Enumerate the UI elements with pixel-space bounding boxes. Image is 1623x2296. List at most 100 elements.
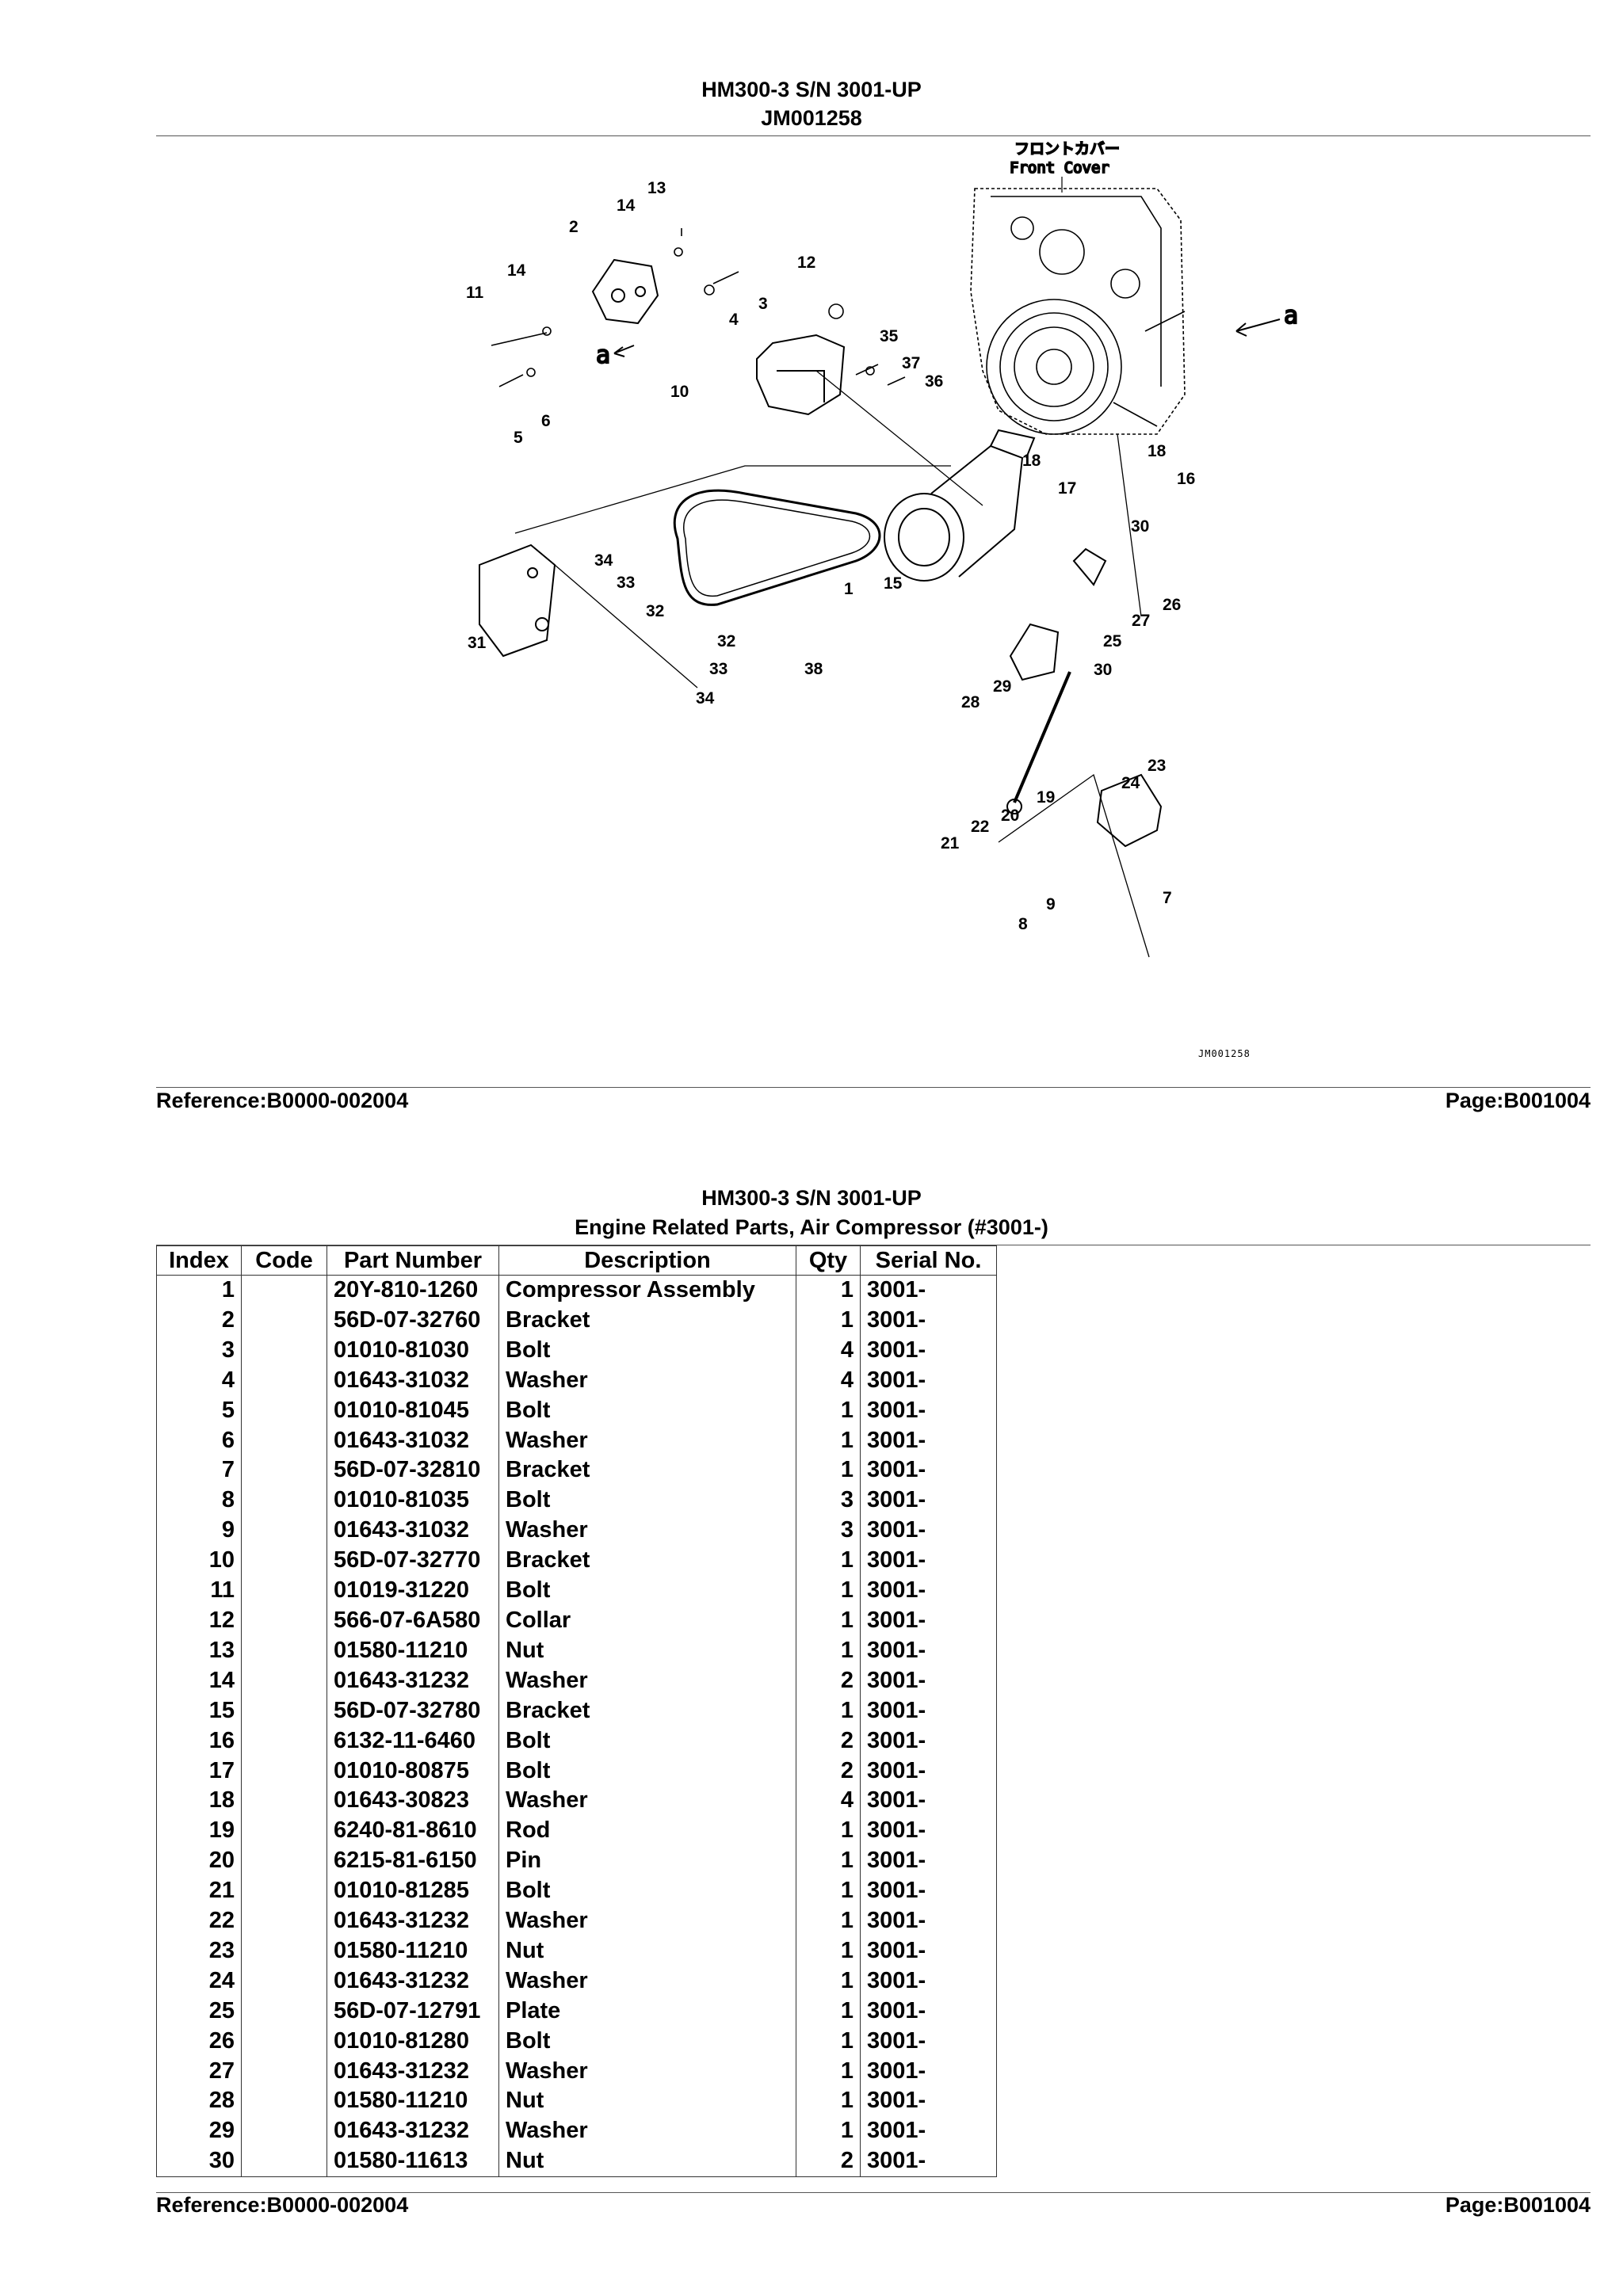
col-header-code: Code [241,1245,327,1276]
row-part-number: 6240-81-8610 [327,1816,499,1847]
row-description: Bolt [498,1395,796,1426]
row-code [241,2056,327,2087]
callout-34b: 34 [696,689,715,707]
callout-32a: 32 [646,602,664,620]
row-description: Bracket [498,1546,796,1577]
row-qty: 4 [796,1365,861,1396]
row-description: Nut [498,1635,796,1666]
row-part-number: 01643-31032 [327,1516,499,1547]
leader-lines [514,370,1150,958]
row-index: 10 [156,1546,242,1577]
callout-27: 27 [1132,612,1150,630]
exploded-view-illustration: フロントカバー Front Cover a a [444,133,1363,1076]
illustration-code: JM001258 [761,106,862,130]
callout-numbers: 1 2 3 4 5 6 7 8 9 10 11 12 13 14 14 15 1… [466,179,1195,933]
row-index: 3 [156,1335,242,1366]
row-description: Bolt [498,1876,796,1907]
row-serial: 3001- [860,2086,997,2117]
row-index: 19 [156,1816,242,1847]
row-part-number: 01643-31032 [327,1425,499,1456]
row-qty: 2 [796,1665,861,1696]
callout-16: 16 [1177,470,1195,488]
row-index: 8 [156,1486,242,1516]
row-index: 25 [156,1996,242,2027]
row-description: Nut [498,1936,796,1966]
row-index: 20 [156,1846,242,1877]
callout-4: 4 [729,311,739,329]
row-serial: 3001- [860,1936,997,1966]
row-serial: 3001- [860,1816,997,1847]
row-description: Washer [498,1906,796,1936]
row-part-number: 01643-30823 [327,1786,499,1817]
row-part-number: 01643-31032 [327,1365,499,1396]
row-code [241,1846,327,1877]
row-description: Washer [498,1365,796,1396]
row-qty: 1 [796,1546,861,1577]
row-part-number: 56D-07-32770 [327,1546,499,1577]
footer-divider-top [156,1087,1591,1088]
row-serial: 3001- [860,1605,997,1636]
row-index: 7 [156,1455,242,1486]
callout-12: 12 [797,254,815,272]
callout-13: 13 [647,179,666,197]
row-description: Bolt [498,1335,796,1366]
row-qty: 3 [796,1486,861,1516]
header-divider [156,135,1591,136]
row-code [241,1936,327,1966]
row-index: 6 [156,1425,242,1456]
row-index: 22 [156,1906,242,1936]
row-description: Washer [498,1516,796,1547]
row-index: 14 [156,1665,242,1696]
row-code [241,2026,327,2057]
row-index: 11 [156,1576,242,1606]
callout-5: 5 [514,429,523,447]
parts-table: Index Code Part Number Description Qty S… [156,1245,997,2178]
row-part-number: 01643-31232 [327,2116,499,2147]
callout-26: 26 [1163,596,1181,614]
page-title: HM300-3 S/N 3001-UP [701,78,922,101]
row-description: Nut [498,2086,796,2117]
row-part-number: 01580-11210 [327,2086,499,2117]
row-part-number: 01580-11210 [327,1635,499,1666]
row-part-number: 01643-31232 [327,1665,499,1696]
row-serial: 3001- [860,1876,997,1907]
row-index: 26 [156,2026,242,2057]
callout-36: 36 [925,372,943,391]
callout-11: 11 [466,284,484,302]
callout-18b: 18 [1148,442,1167,460]
callout-22: 22 [971,818,989,836]
row-code [241,1305,327,1336]
row-description: Compressor Assembly [498,1275,796,1306]
callout-25: 25 [1103,632,1122,650]
row-description: Bracket [498,1455,796,1486]
page-label-top: Page:B001004 [1445,1089,1591,1112]
bracket-2-drawing [591,258,659,325]
row-part-number: 56D-07-32760 [327,1305,499,1336]
row-qty: 1 [796,1635,861,1666]
row-serial: 3001- [860,1756,997,1787]
row-qty: 1 [796,1876,861,1907]
reference-label-top: Reference:B0000-002004 [156,1089,409,1112]
row-index: 13 [156,1635,242,1666]
row-part-number: 01010-81045 [327,1395,499,1426]
callout-19: 19 [1037,788,1055,807]
callout-10: 10 [670,383,689,401]
row-serial: 3001- [860,1335,997,1366]
row-index: 4 [156,1365,242,1396]
row-serial: 3001- [860,1275,997,1306]
callout-23: 23 [1148,757,1166,775]
row-part-number: 01010-81280 [327,2026,499,2057]
row-index: 2 [156,1305,242,1336]
callout-28: 28 [961,693,980,711]
row-code [241,1516,327,1547]
row-part-number: 01010-81285 [327,1876,499,1907]
